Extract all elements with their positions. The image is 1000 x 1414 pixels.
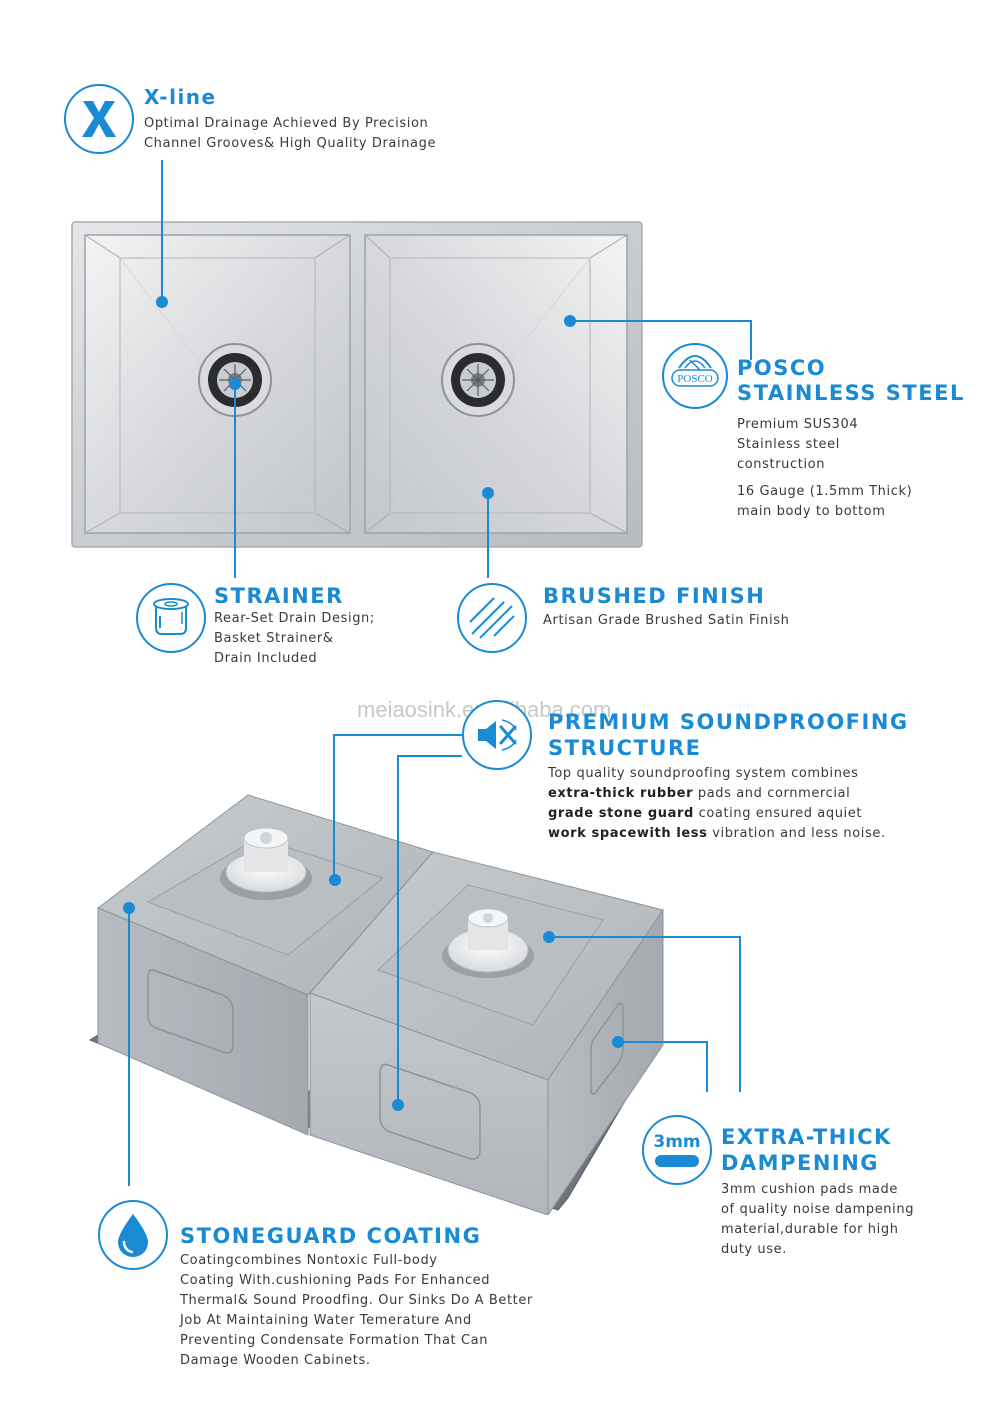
- dampening-title-line1: EXTRA-THICK: [721, 1125, 892, 1149]
- strainer-icon: [136, 583, 206, 653]
- stainless-sink-image: [71, 221, 643, 548]
- posco-callout-line-h: [570, 320, 752, 322]
- right-drain: [441, 343, 515, 417]
- soundproofing-desc: Top quality soundproofing system combine…: [548, 766, 886, 841]
- brushed-finish-icon: [457, 583, 527, 653]
- soundproof-callout-line-a-h: [334, 734, 462, 736]
- xline-title: X-line: [144, 85, 217, 109]
- strainer-title: STRAINER: [214, 584, 344, 608]
- dampening-3mm-icon: 3mm: [642, 1115, 712, 1185]
- dampening-callout-line-a-h: [549, 936, 741, 938]
- strainer-callout-line: [234, 384, 236, 578]
- soundproof-callout-line-b-v: [397, 755, 399, 1103]
- dampening-title-line2: DAMPENING: [721, 1151, 880, 1175]
- posco-callout-line-v: [750, 320, 752, 360]
- soundproof-callout-line-a-v: [333, 734, 335, 878]
- soundproofing-title-line1: PREMIUM SOUNDPROOFING: [548, 710, 909, 734]
- dampening-callout-line-b-v: [706, 1041, 708, 1092]
- soundproof-callout-line-b-h: [398, 755, 462, 757]
- posco-icon-text: POSCO: [677, 373, 713, 385]
- xline-callout-dot: [156, 296, 168, 308]
- posco-icon: POSCO: [662, 343, 728, 409]
- xline-desc: Optimal Drainage Achieved By Precision C…: [144, 116, 437, 151]
- soundproofing-icon: [462, 700, 532, 770]
- dampening-callout-line-a-v: [739, 936, 741, 1092]
- dampening-callout-line-b-h: [618, 1041, 708, 1043]
- posco-desc-gauge: 16 Gauge (1.5mm Thick) main body to bott…: [737, 484, 913, 519]
- dampening-icon-text: 3mm: [653, 1132, 700, 1152]
- water-drop-icon: [98, 1200, 168, 1270]
- soundproof-callout-dot-b: [392, 1099, 404, 1111]
- brushed-callout-line: [487, 493, 489, 578]
- x-line-icon: [64, 84, 134, 154]
- strainer-desc: Rear-Set Drain Design; Basket Strainer& …: [214, 611, 375, 666]
- coated-sink-underside-image: [88, 794, 664, 1215]
- stoneguard-title: STONEGUARD COATING: [180, 1224, 482, 1248]
- brushed-desc: Artisan Grade Brushed Satin Finish: [543, 613, 790, 628]
- soundproof-callout-dot-a: [329, 874, 341, 886]
- posco-title-line2: STAINLESS STEEL: [737, 381, 965, 405]
- stoneguard-callout-line: [128, 908, 130, 1186]
- stoneguard-desc: Coatingcombines Nontoxic Full-body Coati…: [180, 1253, 533, 1368]
- posco-desc: Premium SUS304 Stainless steel construct…: [737, 417, 859, 472]
- dampening-desc: 3mm cushion pads made of quality noise d…: [721, 1182, 915, 1257]
- brushed-title: BRUSHED FINISH: [543, 584, 766, 608]
- posco-title-line1: POSCO: [737, 356, 827, 380]
- xline-callout-line: [161, 160, 163, 300]
- soundproofing-title-line2: STRUCTURE: [548, 736, 702, 760]
